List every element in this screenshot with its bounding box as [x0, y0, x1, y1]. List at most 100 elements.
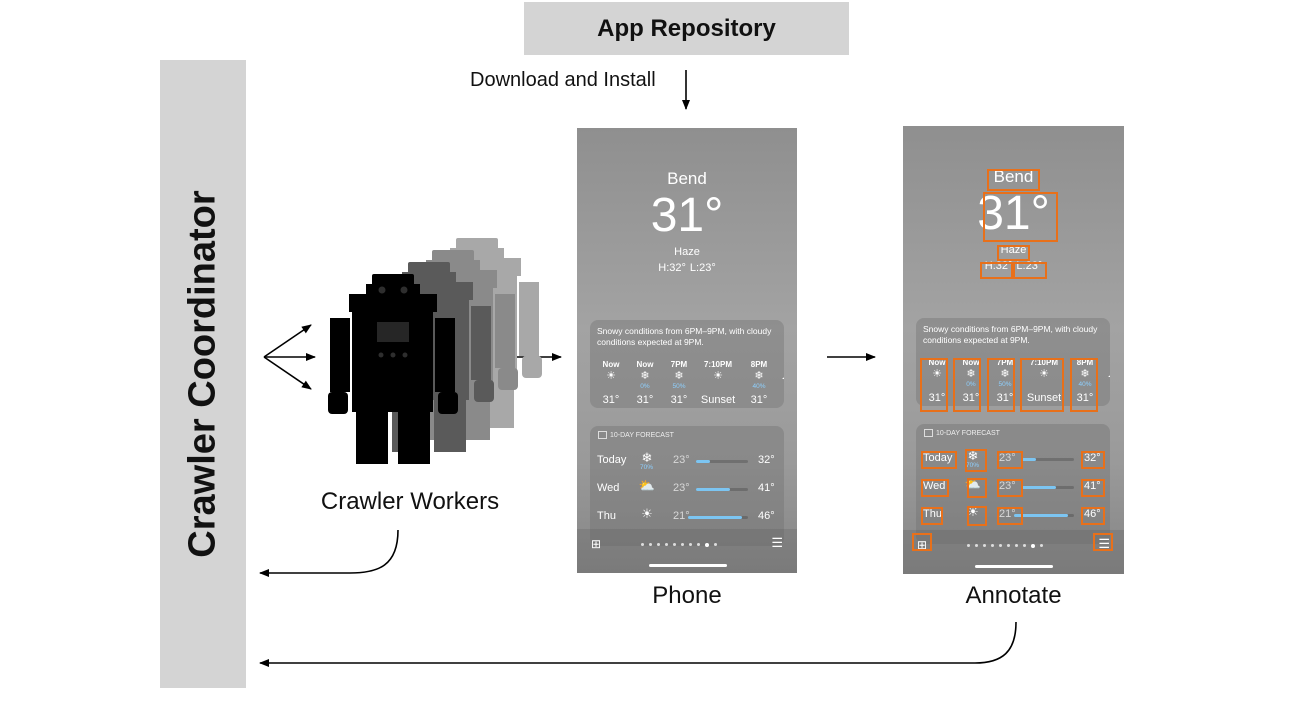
download-install-label: Download and Install — [470, 69, 656, 91]
annotation-box — [967, 506, 987, 526]
hour-item: Now☀31° — [596, 360, 626, 406]
temp-range-bar — [1022, 458, 1074, 461]
hour-item: 8PM❄40%31° — [1070, 358, 1100, 404]
snowflake-icon: ❄ — [641, 450, 653, 465]
annotation-box — [1093, 533, 1113, 551]
phone-screenshot: Bend 31° Haze H:32°L:23° Snowy condition… — [577, 128, 797, 573]
home-indicator — [649, 564, 727, 567]
annotation-box — [965, 449, 987, 472]
annotation-box — [983, 192, 1058, 242]
page-dots[interactable] — [967, 543, 1043, 548]
annotation-box — [997, 479, 1023, 497]
annotation-box — [987, 358, 1015, 412]
cloud-icon: ☁ — [780, 370, 785, 383]
cloud-sun-icon: ⛅ — [638, 478, 656, 493]
annotation-box — [953, 358, 981, 412]
forecast-row: Today ❄ 70% 23° 32° — [923, 448, 1101, 469]
annotation-box — [920, 358, 948, 412]
bottom-toolbar: ⊞ ☰ — [903, 530, 1124, 574]
annotation-box — [1020, 358, 1064, 412]
annotated-screenshot: Bend 31° Haze H:32°L:23° Snowy condition… — [903, 126, 1124, 574]
hour-item: 9☁3 — [1106, 358, 1111, 404]
sun-icon: ☀ — [967, 504, 979, 519]
annotation-box — [1081, 479, 1105, 497]
phone-label: Phone — [652, 582, 722, 609]
city-name: Bend — [993, 167, 1034, 186]
weather-summary: Snowy conditions from 6PM–9PM, with clou… — [923, 324, 1098, 345]
temp-range-bar — [688, 516, 748, 519]
temp-range-bar — [696, 488, 748, 491]
workers-return-arrow — [259, 529, 399, 577]
bottom-toolbar: ⊞ ☰ — [577, 529, 797, 573]
list-icon[interactable]: ☰ — [771, 535, 783, 550]
snowflake-icon: ❄ — [640, 370, 650, 382]
forecast-row: Today ❄ 70% 23° 32° — [597, 450, 775, 471]
current-temperature: 31° — [650, 189, 724, 242]
fanout-arrows — [263, 324, 316, 390]
crawler-workers-label: Crawler Workers — [320, 488, 500, 515]
city-name: Bend — [667, 169, 707, 188]
hour-item: 7PM❄50%31° — [664, 360, 694, 406]
ten-day-forecast-card[interactable]: 10-DAY FORECAST Today ❄ 70% 23° 32° Wed … — [590, 426, 784, 546]
calendar-icon — [598, 431, 607, 439]
condition-text: Haze — [1000, 244, 1027, 256]
annotation-box — [921, 451, 957, 469]
snowflake-icon: ❄ — [674, 370, 684, 382]
sun-icon: ☀ — [641, 506, 653, 521]
annotation-box — [1013, 262, 1047, 279]
hour-item: 7:10PM☀Sunset — [698, 360, 738, 406]
map-icon[interactable]: ⊞ — [917, 538, 928, 552]
hour-item: 9☁3 — [780, 360, 785, 406]
hour-item: Now☀31° — [922, 358, 952, 404]
temp-range-bar — [1014, 514, 1074, 517]
annotate-return-arrow — [259, 621, 1017, 667]
cloud-icon: ☁ — [1106, 368, 1111, 381]
temp-range-bar — [696, 460, 748, 463]
annotation-box — [1081, 507, 1105, 525]
hour-item: Now❄0%31° — [956, 358, 986, 404]
high-temp: H:32° — [658, 262, 686, 274]
annotate-label: Annotate — [965, 582, 1062, 609]
forecast-row: Wed ⛅ 23° 41° — [597, 478, 775, 494]
annotation-box — [921, 479, 949, 497]
annotation-box — [997, 245, 1030, 261]
snowflake-icon: ❄ — [966, 368, 976, 380]
annotation-box — [921, 507, 943, 525]
app-repository-box: App Repository — [524, 2, 849, 55]
annotation-box — [1081, 451, 1105, 469]
sun-icon: ☀ — [713, 370, 723, 382]
weather-summary: Snowy conditions from 6PM–9PM, with clou… — [597, 326, 772, 347]
snowflake-icon: ❄ — [754, 370, 764, 382]
page-dots[interactable] — [641, 542, 717, 547]
hour-item: 8PM❄40%31° — [744, 360, 774, 406]
forecast-title: 10-DAY FORECAST — [610, 432, 674, 439]
annotation-box — [912, 533, 932, 551]
high-low: H:32°L:23° — [577, 262, 797, 274]
sun-icon: ☀ — [932, 368, 942, 380]
forecast-row: Thu ☀ 21° 46° — [923, 504, 1101, 520]
hour-item: 7PM❄50%31° — [990, 358, 1020, 404]
app-repository-label: App Repository — [597, 14, 776, 42]
annotation-box — [987, 169, 1040, 191]
temp-range-bar — [1022, 486, 1074, 489]
annotation-box — [997, 507, 1023, 525]
annotation-box — [1070, 358, 1098, 412]
list-icon[interactable]: ☰ — [1098, 536, 1110, 551]
low-temp: L:23° — [689, 262, 716, 274]
forecast-title: 10-DAY FORECAST — [936, 430, 1000, 437]
hourly-forecast-card[interactable]: Snowy conditions from 6PM–9PM, with clou… — [590, 320, 784, 408]
hour-item: 7:10PM☀Sunset — [1024, 358, 1064, 404]
calendar-icon — [924, 429, 933, 437]
crawler-coordinator-panel — [160, 60, 246, 688]
sun-icon: ☀ — [606, 370, 616, 382]
snowflake-icon: ❄ — [1080, 368, 1090, 380]
home-indicator — [975, 565, 1053, 568]
robot-icon — [328, 274, 458, 464]
annotation-box — [997, 451, 1023, 469]
annotation-box — [967, 478, 987, 498]
forecast-row: Thu ☀ 21° 46° — [597, 506, 775, 522]
snowflake-icon: ❄ — [1000, 368, 1010, 380]
annotation-box — [980, 262, 1013, 279]
map-icon[interactable]: ⊞ — [591, 537, 602, 551]
